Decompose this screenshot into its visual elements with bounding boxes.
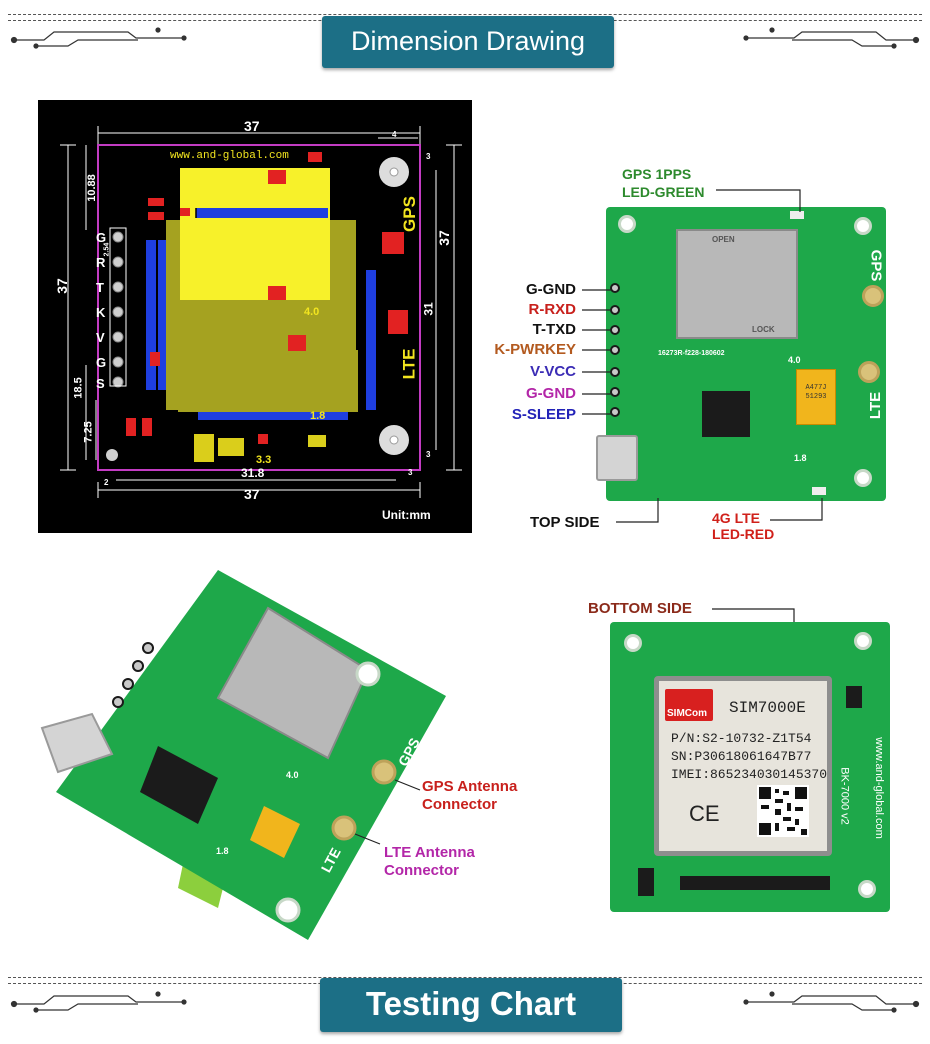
dim-small-2: 3	[426, 450, 431, 459]
pin-label-v-vcc: V-VCC	[530, 363, 576, 380]
dim-pin-s: S	[96, 376, 105, 391]
lte-antenna-label-2: Connector	[384, 862, 459, 879]
dim-small-3: 2	[104, 478, 109, 487]
circuit-decoration-left	[10, 991, 187, 1013]
pin-hole-s[interactable]	[610, 407, 620, 417]
dim-pin-t: T	[96, 280, 104, 295]
top-side-board: OPEN LOCK 16273R-f228-180602 GPS LTE 4.0…	[596, 207, 886, 501]
mounting-hole	[624, 634, 642, 652]
bottom-ic	[846, 686, 862, 708]
dim-width-top: 37	[244, 118, 260, 134]
module-imei: IMEI:865234030145370	[671, 767, 828, 782]
footer-rule-top	[8, 977, 922, 978]
bottom-side-callout-line	[712, 608, 795, 630]
lte-led-label-1: 4G LTE	[712, 510, 760, 526]
dim-inner-width: 31.8	[241, 466, 265, 480]
gps-led-label-1: GPS 1PPS	[622, 166, 692, 182]
mounting-hole	[854, 632, 872, 650]
header-title: Dimension Drawing	[350, 26, 586, 56]
ce-mark: CE	[689, 801, 720, 826]
dim-small-1: 3	[426, 152, 431, 161]
circuit-decoration-right	[743, 991, 920, 1013]
dim-pin-g1: G	[96, 230, 107, 245]
gps-led-label-2: LED-GREEN	[622, 184, 705, 200]
dim-pin-g2: G	[96, 355, 107, 370]
tant-line-1: A477J	[805, 384, 827, 392]
header-banner: Dimension Drawing	[322, 16, 614, 68]
simcom-brand: SIMCom	[667, 708, 707, 719]
v40-silk-top: 4.0	[788, 355, 801, 365]
pin-label-s-sleep: S-SLEEP	[511, 406, 576, 423]
angled-board	[40, 570, 446, 940]
circuit-decoration-right	[743, 27, 920, 49]
pin-label-k-pwrkey: K-PWRKEY	[494, 341, 576, 358]
sim-card-holder	[676, 229, 798, 339]
footer-banner: Testing Chart	[320, 978, 622, 1032]
qr-code	[757, 785, 809, 837]
regulator-chip	[702, 391, 750, 437]
pin-hole-g1[interactable]	[610, 283, 620, 293]
bottom-side-label: BOTTOM SIDE	[588, 600, 692, 617]
tantalum-capacitor: A477J 51293	[796, 369, 836, 425]
gps-antenna-connector[interactable]	[862, 285, 884, 307]
angled-v40-silk: 4.0	[286, 770, 299, 780]
part-silk: 16273R-f228-180602	[658, 350, 725, 357]
dim-pin-k: K	[96, 305, 106, 320]
angled-v18-silk: 1.8	[216, 846, 229, 856]
module-sn: SN:P30618061647B77	[671, 749, 812, 764]
pin-label-r-rxd: R-RXD	[528, 301, 577, 318]
pin-label-t-txd: T-TXD	[532, 321, 576, 338]
lte-led-label-2: LED-RED	[712, 526, 775, 542]
bottom-rev-silk: BK-7000 v2	[838, 767, 851, 825]
dimension-drawing-lines	[60, 126, 462, 498]
v40-silk: 4.0	[304, 306, 320, 318]
top-side-callout-lines	[582, 189, 823, 523]
footer-title: Testing Chart	[365, 985, 577, 1022]
dim-hole: 4	[392, 130, 397, 139]
pin-hole-g2[interactable]	[610, 387, 620, 397]
dim-pin-v: V	[96, 330, 105, 345]
unit-label: Unit:mm	[382, 508, 431, 522]
pin-label-g-gnd-2: G-GND	[526, 385, 576, 402]
mounting-hole	[854, 217, 872, 235]
dimension-drawing: 37 37 31.8 37 31 37 10.88 18.5 7.25 2.54…	[38, 100, 472, 533]
circuit-decoration-left	[10, 27, 187, 49]
gps-antenna-label-2: Connector	[422, 796, 497, 813]
lte-led	[812, 487, 826, 495]
dim-width-bottom: 37	[244, 486, 260, 502]
gps-antenna-label-1: GPS Antenna	[422, 778, 518, 795]
site-text: www.and-global.com	[170, 150, 289, 162]
v18-silk: 1.8	[310, 410, 326, 422]
micro-usb-port[interactable]	[596, 435, 638, 481]
v18-silk-top: 1.8	[794, 453, 807, 463]
v33-silk: 3.3	[256, 454, 272, 466]
tant-line-2: 51293	[805, 393, 827, 401]
dim-small-4: 3	[408, 468, 413, 477]
sim7000e-module: SIMCom SIM7000E P/N:S2-10732-Z1T54 SN:P3…	[654, 676, 832, 856]
dim-pin-r: R	[96, 255, 106, 270]
mounting-hole	[858, 880, 876, 898]
module-pn: P/N:S2-10732-Z1T54	[671, 731, 812, 746]
module-model: SIM7000E	[729, 699, 806, 717]
header-rule-top	[8, 14, 922, 15]
mounting-hole	[854, 469, 872, 487]
bottom-site-silk: www.and-global.com	[872, 737, 885, 839]
lte-antenna-label-1: LTE Antenna	[384, 844, 475, 861]
pin-header-strip	[680, 876, 830, 890]
bottom-diode	[638, 868, 654, 896]
top-side-label: TOP SIDE	[530, 514, 600, 531]
simcom-logo: SIMCom	[665, 689, 713, 721]
pin-label-g-gnd: G-GND	[526, 281, 576, 298]
open-silk: OPEN	[712, 235, 735, 244]
lte-antenna-connector[interactable]	[858, 361, 880, 383]
mounting-hole	[618, 215, 636, 233]
lock-silk: LOCK	[752, 325, 775, 334]
gps-led	[790, 211, 804, 219]
